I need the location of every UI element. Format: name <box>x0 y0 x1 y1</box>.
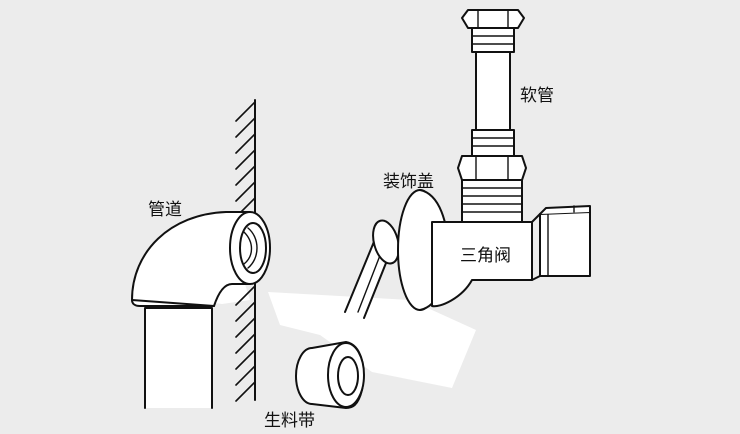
label-decorative-cover: 装饰盖 <box>383 172 434 192</box>
angle-valve <box>397 155 591 311</box>
elbow-pipe <box>131 211 271 409</box>
label-sealing-tape: 生料带 <box>264 411 315 431</box>
sealing-tape-roll <box>295 219 400 409</box>
hose <box>461 9 525 157</box>
label-hose: 软管 <box>520 86 554 106</box>
label-angle-valve: 三角阀 <box>460 246 511 266</box>
label-pipe: 管道 <box>148 200 182 220</box>
